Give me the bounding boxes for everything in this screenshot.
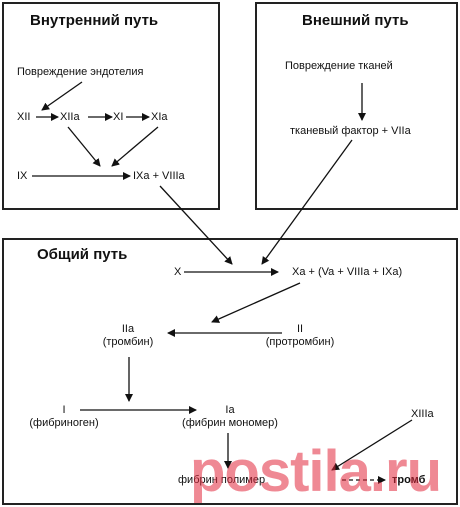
arrow-xiiia-to-polymer bbox=[331, 419, 413, 471]
factor-xii: XII bbox=[17, 111, 31, 123]
arrow-xa-to-iia-cleavage bbox=[211, 282, 301, 323]
factor-iia-symbol: IIa bbox=[121, 323, 135, 335]
arrow-factor-to-xa bbox=[261, 139, 353, 265]
factor-ii: II (протромбин) bbox=[250, 323, 350, 349]
extrinsic-pathway-box bbox=[255, 2, 458, 210]
factor-ii-name: (протромбин) bbox=[265, 336, 335, 348]
endothelial-damage-label: Повреждение эндотелия bbox=[17, 66, 144, 78]
factor-xiiia: XIIIa bbox=[411, 408, 434, 420]
factor-ia: Ia (фибрин мономер) bbox=[170, 404, 290, 430]
factor-x: X bbox=[174, 266, 182, 278]
factor-i-name: (фибриноген) bbox=[29, 417, 99, 429]
intrinsic-pathway-title: Внутренний путь bbox=[30, 12, 159, 29]
factor-ia-symbol: Ia bbox=[225, 404, 235, 416]
factor-i-symbol: I bbox=[62, 404, 66, 416]
arrow-damage-to-xiia bbox=[41, 81, 83, 111]
factor-ix: IX bbox=[17, 170, 28, 182]
complex-ixa-viiia: IXa + VIIIa bbox=[133, 170, 185, 182]
arrow-ixa-to-xa bbox=[159, 185, 233, 265]
common-pathway-box bbox=[2, 238, 458, 505]
factor-ii-symbol: II bbox=[296, 323, 304, 335]
thrombus-label: тромб bbox=[392, 474, 426, 486]
factor-iia: IIa (тромбин) bbox=[88, 323, 168, 349]
arrow-xia-to-ixa bbox=[111, 126, 159, 167]
tissue-factor-viia: тканевый фактор + VIIa bbox=[290, 125, 411, 137]
extrinsic-pathway-title: Внешний путь bbox=[302, 12, 409, 29]
watermark: postila.ru bbox=[190, 439, 442, 504]
factor-ia-name: (фибрин мономер) bbox=[182, 417, 278, 429]
factor-xi: XI bbox=[113, 111, 124, 123]
common-pathway-title: Общий путь bbox=[37, 246, 128, 263]
fibrin-polymer-label: фибрин полимер bbox=[178, 474, 266, 486]
complex-xa: Xa + (Va + VIIIa + IXa) bbox=[292, 266, 403, 278]
arrow-xiia-to-ixa bbox=[67, 126, 101, 167]
factor-i: I (фибриноген) bbox=[14, 404, 114, 430]
intrinsic-pathway-box bbox=[2, 2, 220, 210]
tissue-damage-label: Повреждение тканей bbox=[285, 60, 393, 72]
factor-iia-name: (тромбин) bbox=[102, 336, 154, 348]
factor-xia: XIa bbox=[151, 111, 168, 123]
factor-xiia: XIIa bbox=[60, 111, 80, 123]
